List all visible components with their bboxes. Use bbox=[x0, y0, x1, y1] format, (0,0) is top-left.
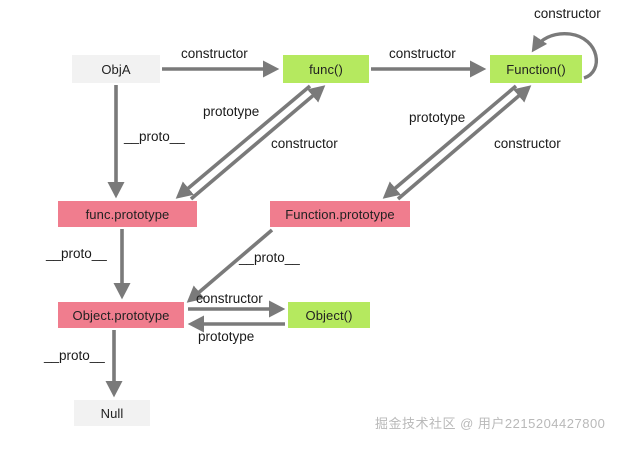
node-function-prototype[interactable]: Function.prototype bbox=[270, 201, 410, 227]
edge-label-constructor-funcprototype: constructor bbox=[271, 136, 338, 151]
node-function[interactable]: Function() bbox=[490, 55, 582, 83]
edge-label-prototype-function: prototype bbox=[409, 110, 466, 125]
node-object[interactable]: Object() bbox=[288, 302, 370, 328]
watermark: 掘金技术社区 @ 用户2215204427800 bbox=[375, 416, 606, 431]
edge-label-constructor-obja-func: constructor bbox=[181, 46, 248, 61]
edge-function-functionprototype bbox=[382, 84, 518, 199]
edge-label-prototype-object: prototype bbox=[198, 329, 255, 344]
edge-label-constructor-functionprototype: constructor bbox=[494, 136, 561, 151]
edge-label-constructor-function-self: constructor bbox=[534, 6, 601, 21]
edge-funcprototype-func bbox=[189, 85, 326, 201]
node-func[interactable]: func() bbox=[283, 55, 369, 83]
edge-label-prototype-func: prototype bbox=[203, 104, 260, 119]
edge-label-proto-functionprototype: __proto__ bbox=[239, 250, 300, 265]
node-null[interactable]: Null bbox=[74, 400, 150, 426]
edge-label-constructor-objectprototype: constructor bbox=[196, 291, 263, 306]
node-func-prototype[interactable]: func.prototype bbox=[58, 201, 197, 227]
node-obja[interactable]: ObjA bbox=[72, 55, 160, 83]
edge-functionprototype-objectprototype bbox=[186, 228, 274, 303]
edge-function-self bbox=[531, 32, 599, 80]
edge-label-constructor-func-function: constructor bbox=[389, 46, 456, 61]
node-object-prototype[interactable]: Object.prototype bbox=[58, 302, 184, 328]
edge-func-funcprototype bbox=[175, 84, 312, 199]
edge-label-proto-obja: __proto__ bbox=[124, 129, 185, 144]
edge-functionprototype-function bbox=[396, 85, 532, 201]
edge-label-proto-objectprototype: __proto__ bbox=[44, 348, 105, 363]
edge-label-proto-funcprototype: __proto__ bbox=[46, 246, 107, 261]
